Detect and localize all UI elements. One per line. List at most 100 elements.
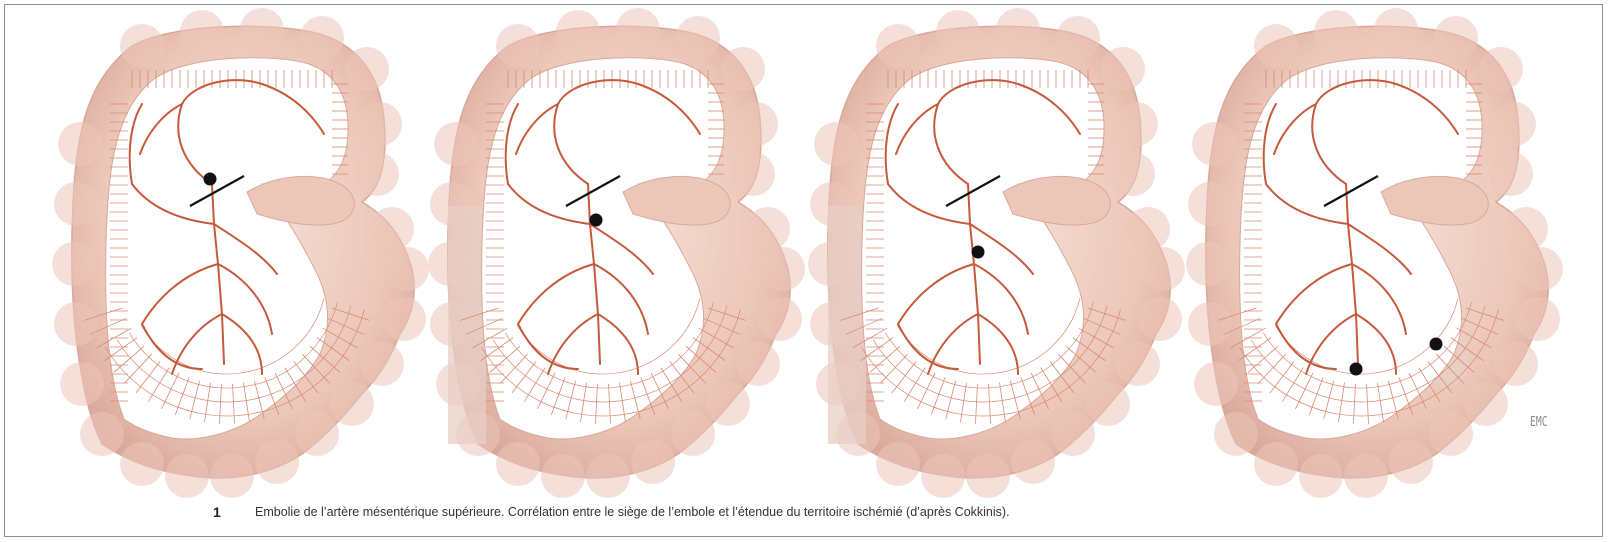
haustrum: [758, 297, 802, 341]
haustrum: [60, 362, 104, 406]
haustrum: [434, 122, 478, 166]
intestine-diagram: [1196, 24, 1552, 494]
haustrum: [721, 47, 765, 91]
ischemic-region: [448, 206, 486, 444]
haustrum: [1188, 182, 1232, 226]
haustrum: [300, 16, 344, 60]
haustrum: [586, 454, 630, 498]
haustrum: [345, 47, 389, 91]
haustrum: [52, 242, 96, 286]
haustrum: [746, 207, 790, 251]
haustrum: [731, 152, 775, 196]
haustrum: [876, 442, 920, 486]
haustrum: [58, 122, 102, 166]
haustrum: [814, 122, 858, 166]
figure-caption: 1 Embolie de l’artère mésentérique supér…: [213, 500, 1010, 524]
embolus-dot: [1430, 338, 1443, 351]
haustrum: [706, 382, 750, 426]
intestine-diagram: [438, 24, 794, 494]
haustrum: [54, 302, 98, 346]
panel-3: [818, 24, 1174, 494]
haustrum: [996, 8, 1040, 52]
haustrum: [1254, 24, 1298, 68]
haustrum: [1374, 8, 1418, 52]
haustrum: [761, 247, 805, 291]
haustrum: [385, 247, 429, 291]
haustrum: [1192, 122, 1236, 166]
haustrum: [180, 10, 224, 54]
haustrum: [370, 207, 414, 251]
haustrum: [1111, 152, 1155, 196]
embolus-dot: [972, 246, 985, 259]
haustrum: [676, 16, 720, 60]
ischemic-region: [828, 206, 866, 444]
haustrum: [358, 102, 402, 146]
haustrum: [1299, 454, 1343, 498]
haustrum: [165, 454, 209, 498]
haustrum: [240, 8, 284, 52]
haustrum: [1188, 302, 1232, 346]
embolus-dot: [1350, 363, 1363, 376]
haustrum: [876, 24, 920, 68]
haustrum: [355, 152, 399, 196]
intestine-diagram: [62, 24, 418, 494]
haustrum: [1434, 16, 1478, 60]
haustrum: [382, 297, 426, 341]
haustrum: [556, 10, 600, 54]
haustrum: [210, 454, 254, 498]
haustrum: [80, 412, 124, 456]
haustrum: [1138, 297, 1182, 341]
haustrum: [1214, 412, 1258, 456]
haustrum: [1101, 47, 1145, 91]
haustrum: [736, 342, 780, 386]
haustrum: [1492, 102, 1536, 146]
intestine-diagram: [818, 24, 1174, 494]
haustrum: [1314, 10, 1358, 54]
haustrum: [496, 24, 540, 68]
haustrum: [1516, 297, 1560, 341]
embolus-dot: [204, 173, 217, 186]
haustrum: [120, 24, 164, 68]
panel-1: [62, 24, 418, 494]
haustrum: [496, 442, 540, 486]
haustrum: [1086, 382, 1130, 426]
haustrum: [616, 8, 660, 52]
haustrum: [54, 182, 98, 226]
haustrum: [330, 382, 374, 426]
haustrum: [1344, 454, 1388, 498]
haustrum: [966, 454, 1010, 498]
haustrum: [1519, 247, 1563, 291]
haustrum: [1464, 382, 1508, 426]
haustrum: [1489, 152, 1533, 196]
haustrum: [734, 102, 778, 146]
panel-4: [1196, 24, 1552, 494]
haustrum: [360, 342, 404, 386]
haustrum: [936, 10, 980, 54]
haustrum: [1194, 362, 1238, 406]
panel-2: [438, 24, 794, 494]
haustrum: [1494, 342, 1538, 386]
haustrum: [1114, 102, 1158, 146]
haustrum: [1116, 342, 1160, 386]
embolus-dot: [590, 214, 603, 227]
haustrum: [1254, 442, 1298, 486]
haustrum: [1056, 16, 1100, 60]
haustrum: [1011, 440, 1055, 484]
haustrum: [631, 440, 675, 484]
haustrum: [295, 412, 339, 456]
diagram-panels: [0, 0, 1609, 500]
haustrum: [1479, 47, 1523, 91]
haustrum: [1389, 440, 1433, 484]
haustrum: [1141, 247, 1185, 291]
haustrum: [1186, 242, 1230, 286]
haustrum: [1126, 207, 1170, 251]
haustrum: [541, 454, 585, 498]
haustrum: [1504, 207, 1548, 251]
haustrum: [1429, 412, 1473, 456]
haustrum: [921, 454, 965, 498]
haustrum: [1051, 412, 1095, 456]
haustrum: [671, 412, 715, 456]
haustrum: [120, 442, 164, 486]
emc-logo: EMC: [1530, 415, 1548, 430]
caption-text: Embolie de l’artère mésentérique supérie…: [255, 505, 1010, 519]
